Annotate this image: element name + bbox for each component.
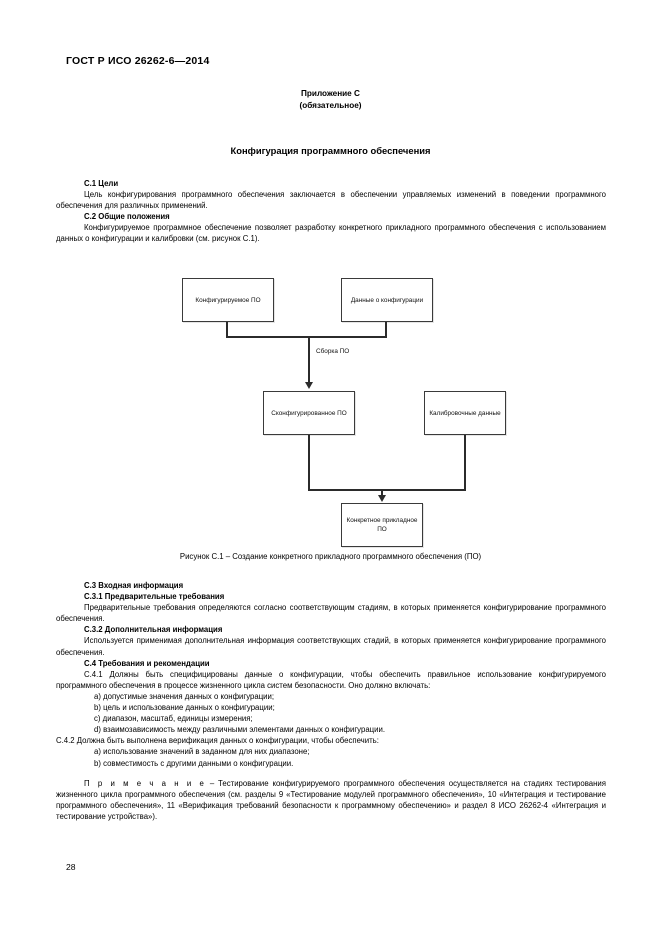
note-text: – Тестирование конфигурируемого программ… — [56, 778, 606, 821]
body-text-lower: С.3 Входная информация С.3.1 Предварител… — [56, 580, 606, 822]
figure-node-calibration-data: Калибровочные данные — [424, 391, 506, 435]
page-title: Конфигурация программного обеспечения — [230, 145, 431, 156]
body-text-upper: С.1 Цели Цель конфигурирования программн… — [56, 178, 606, 245]
connector-final-vertical — [381, 489, 383, 497]
list-item: a) допустимые значения данных о конфигур… — [94, 691, 275, 701]
paragraph-spacer — [56, 769, 606, 778]
heading-c3-1: С.3.1 Предварительные требования — [84, 592, 225, 602]
arrowhead-to-configured-software — [304, 382, 313, 389]
connector-horizontal-join-top — [226, 336, 387, 338]
heading-c4: С.4 Требования и рекомендации — [84, 658, 210, 668]
paragraph-c3-2: Используется применимая дополнительная и… — [56, 636, 606, 657]
connector-configdata-down — [385, 322, 387, 338]
annex-heading: Приложение С (обязательное) — [0, 88, 661, 111]
heading-c3-2: С.3.2 Дополнительная информация — [84, 625, 223, 635]
connector-calibration-down — [464, 435, 466, 491]
list-item: b) цель и использование данных о конфигу… — [94, 703, 275, 713]
connector-configurable-down — [226, 322, 228, 338]
figure-caption: Рисунок С.1 – Создание конкретного прикл… — [179, 552, 482, 561]
arrowhead-to-specific-application-software — [377, 495, 386, 502]
annex-type: (обязательное) — [299, 100, 362, 110]
annex-label: Приложение С — [301, 89, 360, 98]
figure-node-configurable-software: Конфигурируемое ПО — [182, 278, 274, 322]
connector-horizontal-join-bottom — [308, 489, 466, 491]
paragraph-c4-2: С.4.2 Должна быть выполнена верификация … — [56, 736, 379, 746]
connector-configured-down — [308, 435, 310, 491]
list-item: d) взаимозависимость между различными эл… — [94, 725, 386, 735]
paragraph-c1: Цель конфигурирования программного обесп… — [56, 190, 606, 211]
figure-edge-label-software-build: Сборка ПО — [316, 348, 350, 355]
connector-build-vertical — [308, 336, 310, 383]
note-label: П р и м е ч а н и е — [84, 778, 206, 788]
paragraph-c3-1: Предварительные требования определяются … — [56, 603, 606, 624]
paragraph-c4-1: С.4.1 Должны быть специфицированы данные… — [56, 669, 606, 690]
note-block: П р и м е ч а н и е – Тестирование конфи… — [56, 778, 606, 822]
standard-header: ГОСТ Р ИСО 26262-6—2014 — [66, 55, 210, 67]
heading-c2: С.2 Общие положения — [84, 212, 170, 222]
list-item: a) использование значений в заданном для… — [94, 747, 310, 757]
page-number: 28 — [66, 862, 76, 872]
list-item: b) совместимость с другими данными о кон… — [94, 758, 294, 768]
figure-node-specific-application-software: Конкретное прикладное ПО — [341, 503, 423, 547]
paragraph-c2: Конфигурируемое программное обеспечение … — [56, 223, 606, 244]
figure-node-configured-software: Сконфигурированное ПО — [263, 391, 355, 435]
heading-c1: С.1 Цели — [84, 179, 119, 188]
figure-c1: Конфигурируемое ПО Данные о конфигурации… — [0, 268, 661, 568]
figure-node-configuration-data: Данные о конфигурации — [341, 278, 433, 322]
list-item: c) диапазон, масштаб, единицы измерения; — [94, 714, 253, 724]
heading-c3: С.3 Входная информация — [84, 581, 184, 590]
